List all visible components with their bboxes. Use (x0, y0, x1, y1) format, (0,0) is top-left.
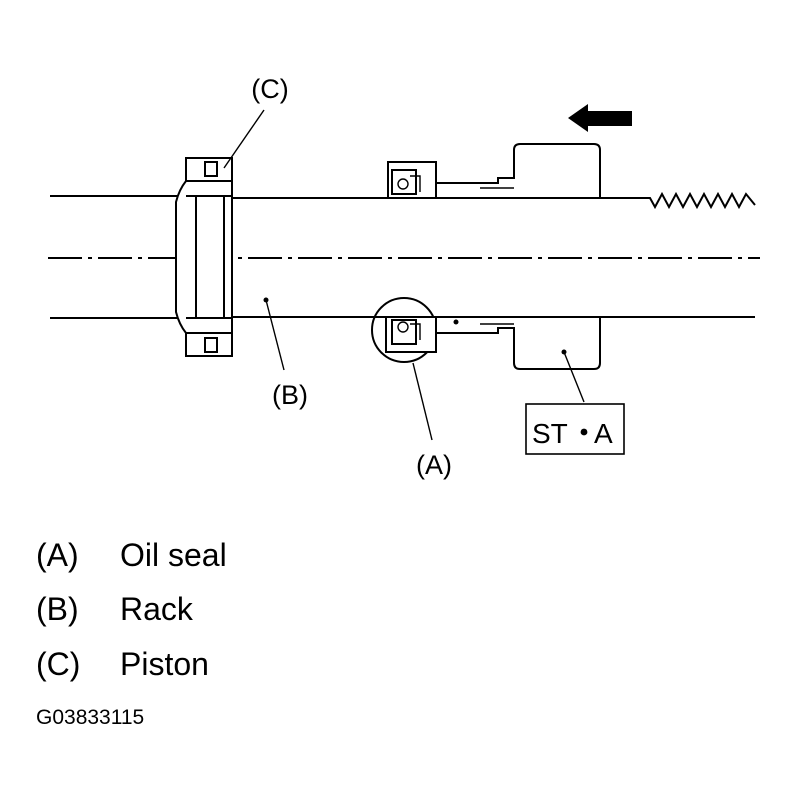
legend-name-b: Rack (120, 591, 194, 627)
special-tool-body (435, 143, 601, 370)
legend-code-c: (C) (36, 646, 80, 682)
legend: (A) Oil seal (B) Rack (C) Piston (36, 537, 227, 682)
callout-rack: (B) (272, 380, 308, 410)
tool-label-suffix: A (594, 418, 613, 449)
figure-id: G03833115 (36, 706, 144, 729)
oil-seal-part (371, 297, 437, 363)
legend-code-a: (A) (36, 537, 79, 573)
arrow-left-icon (568, 104, 632, 132)
legend-name-a: Oil seal (120, 537, 227, 573)
upper-seal-holder (387, 161, 437, 199)
tool-label-dot (580, 428, 588, 436)
rack-body (50, 191, 756, 319)
callout-piston: (C) (251, 74, 288, 104)
callout-oil-seal: (A) (416, 450, 452, 480)
leader-lines (223, 109, 585, 441)
legend-code-b: (B) (36, 591, 79, 627)
piston-part (175, 157, 233, 357)
tool-label-text: ST (532, 418, 568, 449)
legend-name-c: Piston (120, 646, 209, 682)
tool-label-box: ST A (525, 403, 625, 455)
